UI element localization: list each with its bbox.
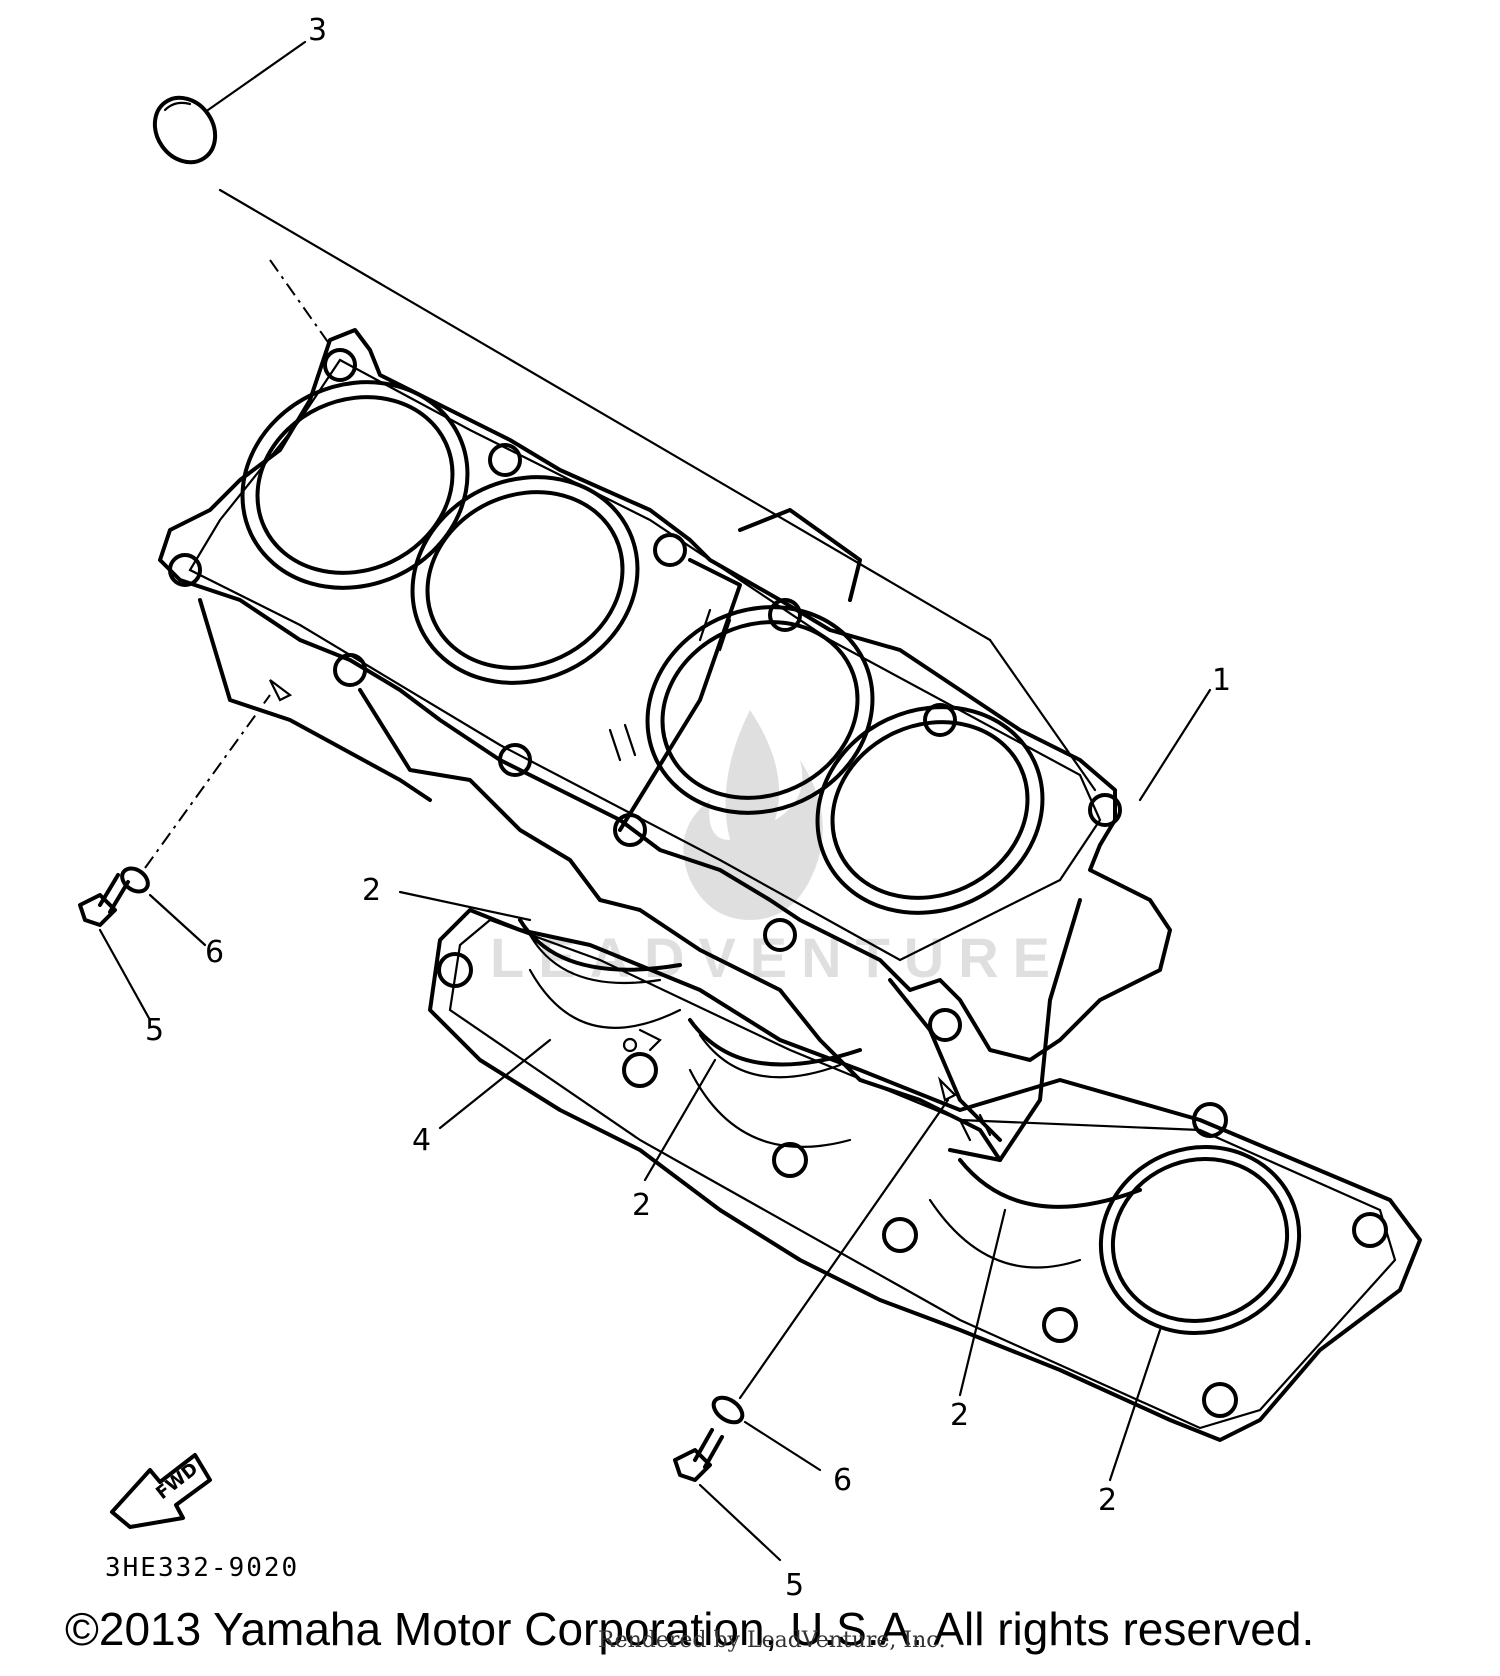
leader-line — [269, 259, 331, 346]
callout-4: 4 — [412, 1123, 431, 1158]
part-4-cylinder-gasket — [428, 908, 1422, 1442]
part-2-o-rings — [518, 918, 1142, 1209]
fwd-label: FWD — [152, 1458, 202, 1504]
leader-line — [398, 890, 532, 922]
leader-line — [643, 1058, 717, 1182]
part-5-bolt-left — [78, 873, 152, 1022]
part-code: 3HE332-9020 — [105, 1553, 300, 1583]
callout-6: 6 — [833, 1463, 852, 1498]
callout-3: 3 — [308, 13, 327, 48]
callout-2: 2 — [1098, 1483, 1117, 1518]
callout-6: 6 — [205, 935, 224, 970]
leader-line — [218, 188, 992, 642]
leader-line — [1138, 688, 1212, 802]
leader-line — [1108, 1328, 1162, 1482]
leader-line — [988, 638, 1097, 792]
callout-2: 2 — [632, 1188, 651, 1223]
part-3-plug — [152, 40, 307, 165]
callout-1: 1 — [1212, 663, 1231, 698]
part-6-washer-left — [120, 694, 271, 947]
copyright-text: ©2013 Yamaha Motor Corporation, U.S.A. A… — [65, 1603, 1315, 1655]
callout-2: 2 — [362, 873, 381, 908]
leader-line — [958, 1208, 1007, 1397]
leader-line — [438, 1038, 552, 1130]
part-6-washer-right — [711, 1098, 950, 1472]
part-1-cylinder-block — [158, 328, 1172, 1162]
part-5-bolt-right — [673, 1428, 782, 1562]
fwd-arrow: FWD — [110, 1453, 212, 1529]
callout-2: 2 — [950, 1398, 969, 1433]
callout-5: 5 — [145, 1013, 164, 1048]
callout-5: 5 — [785, 1568, 804, 1603]
renderer-credit: Rendered by LeadVenture, Inc. — [598, 1628, 946, 1653]
